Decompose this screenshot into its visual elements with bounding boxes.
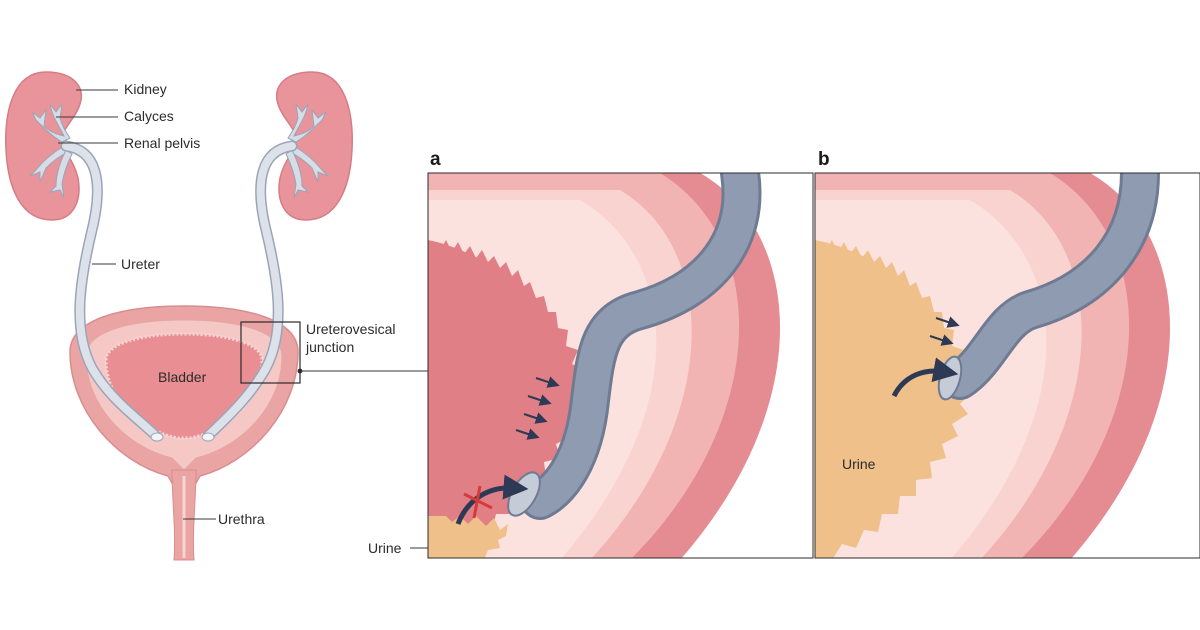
panel-b-pressure-arrows bbox=[929, 316, 960, 346]
overview-anatomy bbox=[5, 71, 428, 561]
panel-a-urine bbox=[428, 516, 508, 558]
panel-b-frame bbox=[814, 172, 1200, 559]
label-ureter: Ureter bbox=[121, 256, 160, 272]
panel-a bbox=[428, 173, 813, 558]
panel-a-frame bbox=[427, 172, 814, 559]
label-urethra: Urethra bbox=[218, 511, 265, 527]
panel-b-urine-label: Urine bbox=[842, 456, 876, 472]
label-calyces: Calyces bbox=[124, 108, 174, 124]
panel-a-reflux-arrow bbox=[455, 474, 529, 525]
panel-b-reflux-arrow bbox=[891, 357, 959, 398]
label-kidney: Kidney bbox=[124, 81, 167, 97]
leader-lines bbox=[56, 89, 440, 549]
panel-b bbox=[815, 173, 1200, 558]
label-bladder: Bladder bbox=[158, 369, 207, 385]
panel-a-blocked-mark bbox=[463, 485, 493, 519]
left-ureter-fill bbox=[62, 142, 160, 440]
uvj-highlight-box bbox=[240, 321, 301, 384]
right-ureter-fill bbox=[204, 142, 296, 440]
left-calyces bbox=[29, 103, 73, 199]
panel-a-letter: a bbox=[430, 149, 441, 170]
right-ureteric-orifice bbox=[201, 432, 215, 442]
panel-a-pressure-arrows bbox=[515, 376, 560, 440]
panel-a-urine-label: Urine bbox=[368, 540, 402, 556]
right-calyces bbox=[285, 103, 329, 199]
left-ureteric-orifice bbox=[150, 432, 164, 442]
panel-b-letter: b bbox=[818, 149, 830, 170]
label-junction: junction bbox=[305, 339, 354, 355]
label-ureterovesical: Ureterovesical bbox=[306, 321, 395, 337]
label-renal-pelvis: Renal pelvis bbox=[124, 135, 200, 151]
